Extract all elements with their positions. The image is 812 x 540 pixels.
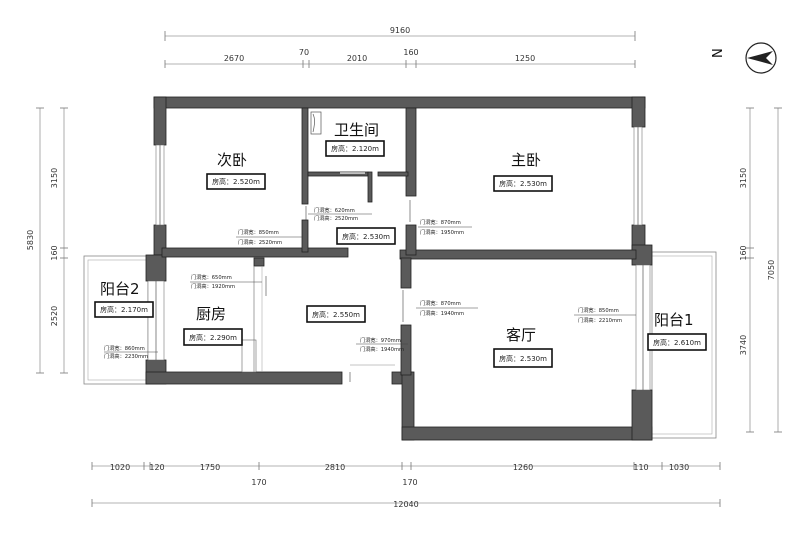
dim-bottom-4: 2810 xyxy=(325,463,345,472)
door-labels: 门洞宽：620mm 门洞高：2520mm 门洞宽：850mm 门洞高：2520m… xyxy=(104,206,636,360)
dim-right-1: 3150 xyxy=(739,168,748,188)
dim-bottom-7: 1030 xyxy=(669,463,689,472)
dim-left-3: 2520 xyxy=(50,306,59,326)
height-hall: 房高：2.530m xyxy=(342,232,390,241)
dim-top-2: 70 xyxy=(299,48,309,57)
door-entry-width: 门洞宽：970mm xyxy=(360,336,401,344)
dim-top-3: 2010 xyxy=(347,54,367,63)
height-labels: 房高：2.520m 房高：2.120m 房高：2.530m 房高：2.530m … xyxy=(94,140,707,368)
dim-left-2: 160 xyxy=(50,245,59,260)
door-living-width: 门洞宽：870mm xyxy=(420,299,461,307)
room-kitchen: 厨房 xyxy=(196,305,226,323)
dim-bottom-3: 1750 xyxy=(200,463,220,472)
windows xyxy=(147,126,651,391)
dim-top-total: 9160 xyxy=(390,26,410,35)
dim-top-1: 2670 xyxy=(224,54,244,63)
door-balcony-1-height: 门洞高：2210mm xyxy=(578,316,622,324)
dim-bottom-5: 1260 xyxy=(513,463,533,472)
dim-bottom-wall-1: 170 xyxy=(251,478,266,487)
door-bathroom-width: 门洞宽：620mm xyxy=(314,206,355,214)
height-balcony-2: 房高：2.170m xyxy=(100,305,148,314)
dim-bottom-total: 12040 xyxy=(393,500,418,509)
door-living-height: 门洞高：1940mm xyxy=(420,309,464,317)
left-dimensions: 5830 3150 160 2520 xyxy=(26,107,68,374)
top-dimensions: 9160 2670 70 2010 160 1250 xyxy=(164,26,636,68)
height-balcony-1: 房高：2.610m xyxy=(653,338,701,347)
dim-right-2: 160 xyxy=(739,245,748,260)
counter-icon xyxy=(241,339,257,373)
north-arrow-icon xyxy=(747,51,773,65)
walls xyxy=(145,96,653,441)
dim-left-1: 3150 xyxy=(50,168,59,188)
fixtures xyxy=(241,111,411,382)
door-second-bedroom-height: 门洞高：2520mm xyxy=(238,238,282,246)
right-dimensions: 3150 160 3740 7050 xyxy=(739,107,782,433)
dim-bottom-6: 110 xyxy=(633,463,648,472)
dim-top-4: 160 xyxy=(403,48,418,57)
room-living-room: 客厅 xyxy=(506,326,536,344)
room-master-bedroom: 主卧 xyxy=(511,151,541,169)
door-second-bedroom-width: 门洞宽：850mm xyxy=(238,228,279,236)
dim-right-total: 7050 xyxy=(767,260,776,280)
bathtub-icon xyxy=(310,111,322,135)
compass-label: N xyxy=(711,48,726,58)
dim-bottom-wall-2: 170 xyxy=(402,478,417,487)
bottom-dimensions: 1020 120 1750 2810 1260 110 1030 170 170… xyxy=(91,462,721,509)
dim-bottom-2: 120 xyxy=(149,463,164,472)
compass: N xyxy=(711,42,777,74)
height-second-bedroom: 房高：2.520m xyxy=(212,177,260,186)
door-kitchen-height: 门洞高：1920mm xyxy=(191,282,235,290)
room-bathroom: 卫生间 xyxy=(334,121,379,139)
height-living-room: 房高：2.530m xyxy=(499,354,547,363)
room-labels: 次卧 卫生间 主卧 阳台2 厨房 客厅 阳台1 xyxy=(100,121,694,344)
room-second-bedroom: 次卧 xyxy=(217,151,247,169)
dim-left-total: 5830 xyxy=(26,230,35,250)
room-balcony-1: 阳台1 xyxy=(654,311,694,329)
door-kitchen-width: 门洞宽：650mm xyxy=(191,273,232,281)
height-dining: 房高：2.550m xyxy=(312,310,360,319)
height-bathroom: 房高：2.120m xyxy=(331,144,379,153)
door-balcony-1-width: 门洞宽：850mm xyxy=(578,306,619,314)
room-balcony-2: 阳台2 xyxy=(100,280,140,298)
height-master-bedroom: 房高：2.530m xyxy=(499,179,547,188)
door-balcony-2-width: 门洞宽：860mm xyxy=(104,344,145,352)
dim-bottom-1: 1020 xyxy=(110,463,130,472)
dim-right-3: 3740 xyxy=(739,335,748,355)
door-master-width: 门洞宽：870mm xyxy=(420,218,461,226)
door-balcony-2-height: 门洞高：2230mm xyxy=(104,352,148,360)
door-master-height: 门洞高：1950mm xyxy=(420,228,464,236)
balcony-outlines xyxy=(83,251,717,439)
dim-top-5: 1250 xyxy=(515,54,535,63)
height-kitchen: 房高：2.290m xyxy=(189,333,237,342)
door-bathroom-height: 门洞高：2520mm xyxy=(314,214,358,222)
door-entry-height: 门洞高：1940mm xyxy=(360,345,404,353)
